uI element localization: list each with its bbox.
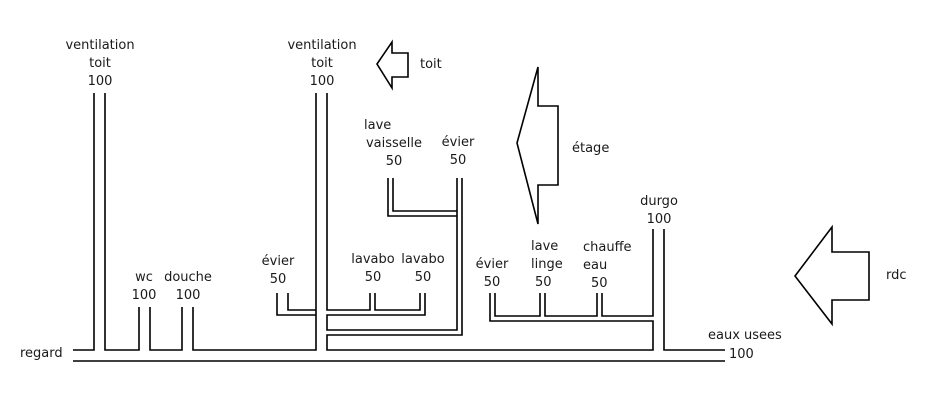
vent-mid-size: 100: [309, 74, 335, 89]
vent-mid-name-2: toit: [311, 56, 333, 71]
toit-arrow-label: toit: [420, 57, 442, 72]
evier-rdc-left-name: évier: [261, 254, 295, 269]
lavabo-2-label: lavabo 50: [400, 251, 446, 287]
vent-mid-right: [326, 93, 371, 311]
lavabo-join: [374, 293, 421, 311]
evier-rdc-right-size: 50: [483, 275, 501, 290]
main-pipe-top-segment-4: [192, 93, 317, 351]
lave-linge-size: 50: [535, 275, 552, 290]
chauffe-eau-name-1: chauffe: [583, 240, 632, 255]
lave-vaisselle-size: 50: [385, 154, 403, 169]
lave-linge-name-2: linge: [531, 257, 563, 272]
main-pipe-top-segment-2: [104, 93, 140, 351]
evier-etage-name: évier: [441, 135, 475, 150]
lave-vaisselle-label: lave vaisselle 50: [364, 117, 424, 171]
wc-label: wc 100: [124, 269, 164, 305]
lavabo-1-label: lavabo 50: [350, 251, 396, 287]
lave-vaisselle-name-1: lave: [364, 118, 392, 133]
lave-linge-join: [544, 293, 598, 317]
regard-label: regard: [20, 346, 63, 361]
etage-arrow-icon: [516, 66, 559, 225]
etage-drop: [326, 178, 654, 351]
evier-right-join: [494, 293, 541, 317]
evier-left-pipe-outer: [276, 293, 316, 316]
wc-name: wc: [135, 270, 153, 285]
evier-rdc-left-size: 50: [269, 272, 287, 287]
lavabo-1-name: lavabo: [351, 252, 395, 267]
vent-left-size: 100: [87, 74, 113, 89]
main-pipe-top-segment-1: [73, 93, 95, 351]
chauffe-eau-size: 50: [591, 276, 608, 291]
durgo-pipe: [663, 229, 725, 351]
lavabo-1-size: 50: [364, 270, 382, 285]
durgo-size: 100: [646, 212, 672, 227]
lave-vaisselle-outer: [387, 178, 457, 217]
vent-left-name-1: ventilation: [65, 38, 135, 53]
wc-size: 100: [131, 288, 157, 303]
vent-mid-name-1: ventilation: [287, 38, 357, 53]
chauffe-eau-name-2: eau: [583, 258, 608, 273]
eaux-usees-size: 100: [729, 347, 754, 362]
douche-name: douche: [164, 270, 212, 285]
vent-left-label: ventilation toit 100: [64, 37, 136, 91]
douche-label: douche 100: [162, 269, 214, 305]
lave-linge-name-1: lave: [531, 239, 559, 254]
evier-etage-label: évier 50: [438, 134, 478, 170]
evier-etage-size: 50: [449, 153, 467, 168]
main-pipe-top-segment-3: [149, 307, 183, 351]
vent-mid-label: ventilation toit 100: [286, 37, 358, 91]
evier-rdc-left-label: évier 50: [258, 253, 298, 289]
rdc-arrow-icon: [793, 224, 870, 327]
vent-left-name-2: toit: [89, 56, 111, 71]
lavabo-2-size: 50: [414, 270, 432, 285]
etage-arrow-label: étage: [572, 141, 610, 156]
durgo-label: durgo 100: [636, 193, 682, 229]
eaux-usees-name: eaux usees: [708, 328, 782, 343]
lavabo-outer: [326, 178, 458, 331]
evier-rdc-right-name: évier: [475, 257, 509, 272]
durgo-name: durgo: [640, 194, 678, 209]
lavabo-2-name: lavabo: [401, 252, 445, 267]
lave-linge-label: lave linge 50: [531, 238, 571, 292]
toit-arrow-icon: [376, 39, 409, 91]
chauffe-eau-join: [601, 229, 654, 317]
evier-rdc-right-label: évier 50: [472, 256, 512, 292]
chauffe-eau-label: chauffe eau 50: [583, 239, 643, 293]
douche-size: 100: [175, 288, 201, 303]
rdc-arrow-label: rdc: [886, 268, 907, 283]
lave-vaisselle-name-2: vaisselle: [365, 136, 423, 151]
evier-left-pipe-inner: [287, 293, 316, 311]
lave-vaisselle-inner: [392, 178, 457, 212]
